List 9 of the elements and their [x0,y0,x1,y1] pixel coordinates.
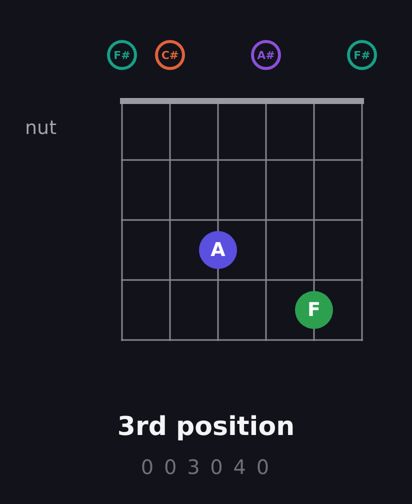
fret-numbers: 0 0 3 0 4 0 [140,456,272,479]
open-string-marker: F# [347,40,377,70]
open-string-marker: A# [251,40,281,70]
open-string-marker: F# [107,40,137,70]
position-title: 3rd position [117,413,295,443]
note-dot: F [295,291,333,329]
note-dot: A [199,231,237,269]
open-string-marker: C# [155,40,185,70]
nut-label: nut [25,118,57,140]
